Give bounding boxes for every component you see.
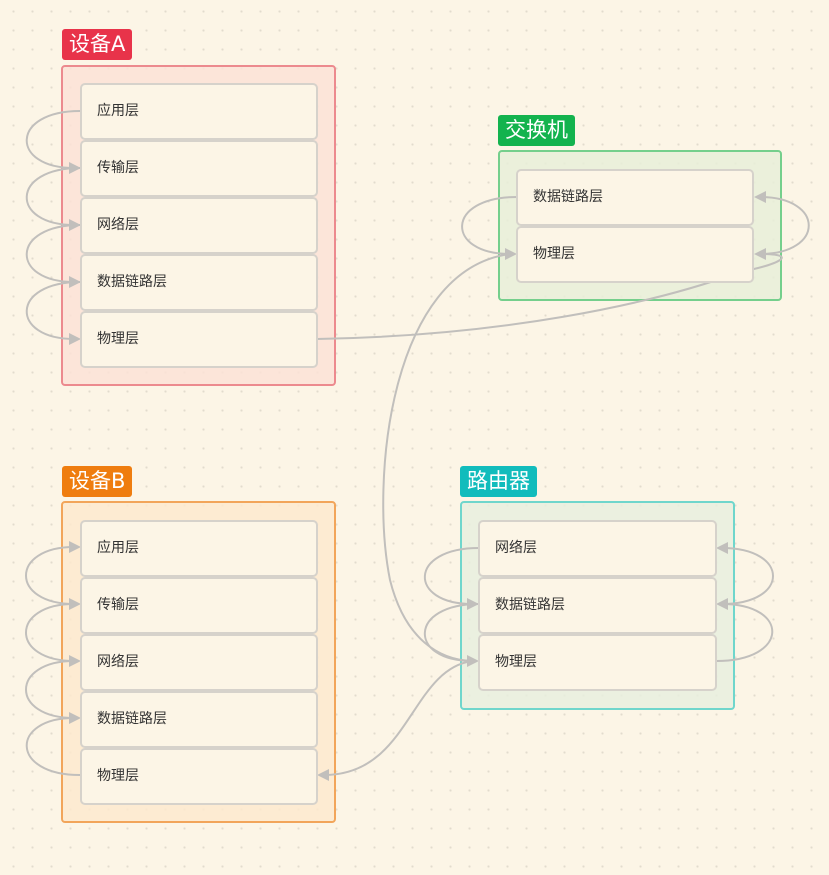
- node-device-a-application[interactable]: 应用层: [80, 83, 318, 140]
- node-device-b-physical[interactable]: 物理层: [80, 748, 318, 805]
- node-device-a-network[interactable]: 网络层: [80, 197, 318, 254]
- group-title-device-a: 设备A: [62, 29, 133, 60]
- node-device-b-transport[interactable]: 传输层: [80, 577, 318, 634]
- node-router-datalink[interactable]: 数据链路层: [478, 577, 717, 634]
- node-router-physical[interactable]: 物理层: [478, 634, 717, 691]
- group-title-switch: 交换机: [498, 115, 575, 146]
- node-device-b-datalink[interactable]: 数据链路层: [80, 691, 318, 748]
- node-device-a-transport[interactable]: 传输层: [80, 140, 318, 197]
- group-title-router: 路由器: [460, 466, 537, 497]
- node-switch-datalink[interactable]: 数据链路层: [516, 169, 754, 226]
- node-device-b-application[interactable]: 应用层: [80, 520, 318, 577]
- group-title-device-b: 设备B: [62, 466, 133, 497]
- edge-router-physical-deviceB-physical: [323, 660, 473, 776]
- node-device-a-physical[interactable]: 物理层: [80, 311, 318, 368]
- node-switch-physical[interactable]: 物理层: [516, 226, 754, 283]
- node-device-a-datalink[interactable]: 数据链路层: [80, 254, 318, 311]
- node-device-b-network[interactable]: 网络层: [80, 634, 318, 691]
- node-router-network[interactable]: 网络层: [478, 520, 717, 577]
